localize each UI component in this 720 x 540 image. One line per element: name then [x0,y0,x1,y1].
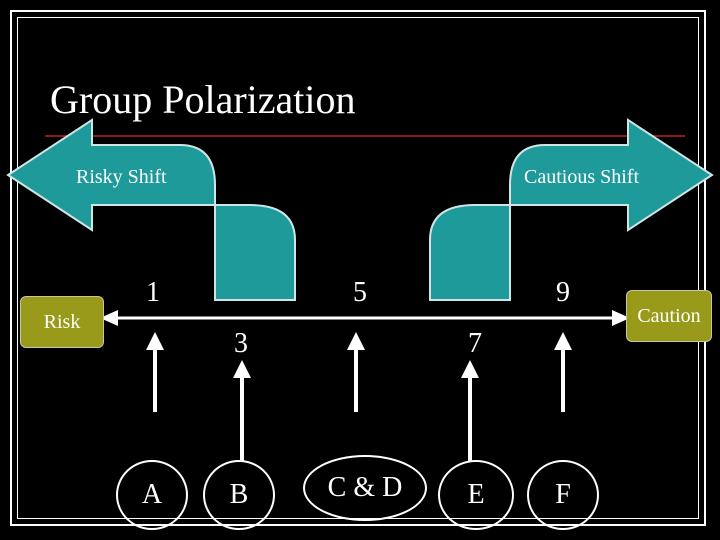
member-cd-oval: C & D [303,455,427,521]
outer-frame [10,10,706,526]
member-a-oval: A [116,460,188,530]
member-f-label: F [555,479,571,510]
member-arrow-b [233,360,251,462]
scale-left-arrowhead [100,310,118,326]
member-arrow-cd [347,332,365,412]
risk-label: Risk [43,310,81,333]
risky-shift-arrow [6,118,296,301]
scale-tick-9: 9 [556,277,570,308]
caution-label: Caution [637,304,701,327]
member-arrow-a [146,332,164,412]
scale-tick-3: 3 [234,328,248,359]
member-a-label: A [141,479,163,510]
member-e-oval: E [438,460,514,530]
title-divider [45,135,685,137]
scale-tick-5: 5 [353,277,367,308]
member-e-label: E [467,479,485,510]
member-cd-label: C & D [327,472,403,503]
cautious-shift-label: Cautious Shift [524,166,640,188]
member-f-oval: F [527,460,599,530]
scale-tick-1: 1 [146,277,160,308]
member-b-oval: B [203,460,275,530]
caution-end-box: Caution [626,290,712,342]
slide-title: Group Polarization [50,77,356,122]
scale-tick-7: 7 [468,328,482,359]
cautious-shift-arrow [429,118,714,301]
member-b-label: B [229,479,249,510]
scale-right-arrowhead [612,310,630,326]
member-arrow-f [554,332,572,412]
member-arrow-e [461,360,479,462]
risk-end-box: Risk [20,296,104,348]
risky-shift-label: Risky Shift [76,166,167,188]
